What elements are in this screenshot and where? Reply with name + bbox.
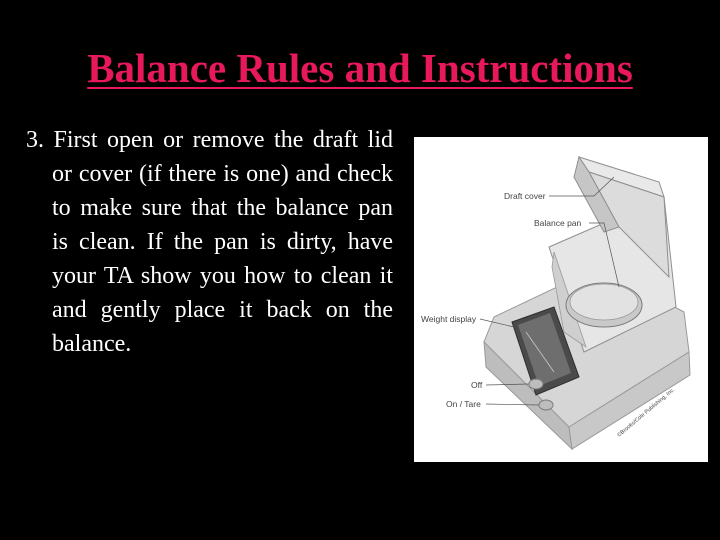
off-button — [528, 378, 544, 390]
balance-pan-leader — [589, 222, 620, 288]
balance-base-side — [568, 351, 691, 450]
on-tare-button — [538, 399, 554, 411]
draft-cover-panel — [573, 155, 620, 233]
weight-display-screen — [518, 313, 571, 386]
balance-illustration: Draft cover Balance pan Weight display O… — [421, 155, 691, 451]
balance-pan-surface — [569, 283, 639, 321]
label-on-tare: On / Tare — [446, 399, 481, 409]
weight-display-leader — [479, 318, 515, 328]
slide-title: Balance Rules and Instructions — [87, 45, 633, 91]
draft-cover-leader — [549, 176, 615, 197]
label-draft-cover: Draft cover — [504, 191, 546, 201]
balance-diagram: Draft cover Balance pan Weight display O… — [414, 137, 708, 462]
label-off: Off — [471, 380, 483, 390]
label-weight-display: Weight display — [421, 314, 477, 324]
display-glare — [525, 331, 555, 373]
on-tare-leader — [485, 403, 540, 406]
label-balance-pan: Balance pan — [534, 218, 582, 228]
instruction-text: 3. First open or remove the draft lid or… — [26, 127, 393, 357]
off-leader — [485, 383, 530, 386]
